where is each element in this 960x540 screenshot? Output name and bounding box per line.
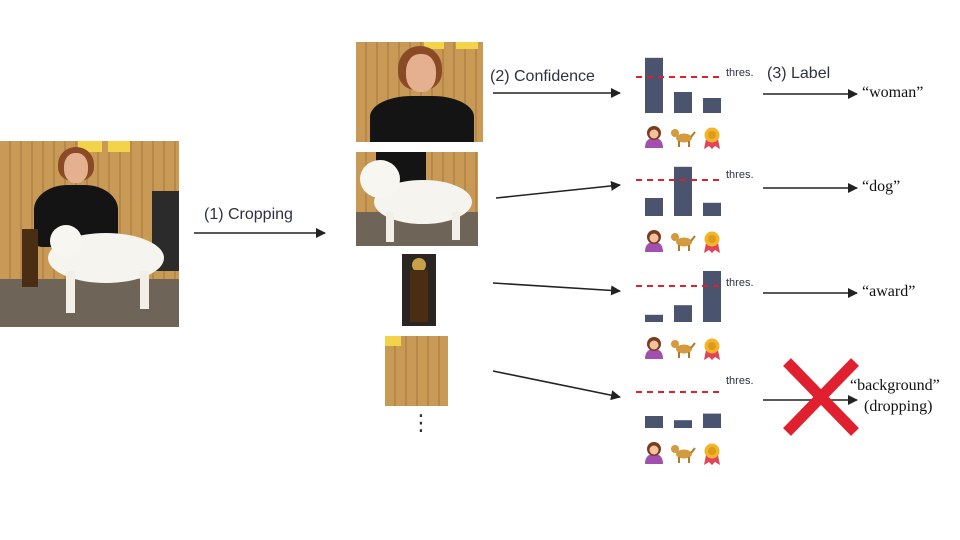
- threshold-label-2: thres.: [726, 169, 754, 181]
- dog-icon: [671, 129, 696, 147]
- step-label-label: (3) Label: [767, 65, 831, 82]
- threshold-label-3: thres.: [726, 277, 754, 289]
- arrow-confidence-2: [495, 180, 621, 199]
- award-icon: [704, 443, 720, 465]
- dog-icon: [671, 340, 696, 358]
- dog-icon: [671, 233, 696, 251]
- woman-icon: [645, 337, 663, 359]
- confidence-bar-woman: [645, 416, 663, 428]
- crop-award: [402, 254, 436, 326]
- output-label-background: “background”: [850, 377, 940, 394]
- confidence-bar-dog: [674, 305, 692, 322]
- crop-background: [385, 336, 448, 406]
- confidence-bar-dog: [674, 166, 692, 216]
- output-label-woman: “woman”: [862, 84, 924, 101]
- confidence-bars: [636, 57, 724, 428]
- confidence-bar-award: [703, 413, 721, 428]
- confidence-bar-award: [703, 98, 721, 113]
- award-icon: [704, 127, 720, 149]
- confidence-bar-woman: [645, 57, 663, 113]
- drop-cross-icon: [783, 358, 859, 436]
- woman-icon: [645, 442, 663, 464]
- confidence-bar-woman: [645, 314, 663, 322]
- crop-woman: [356, 42, 483, 142]
- woman-icon: [645, 126, 663, 148]
- arrow-confidence-3: [492, 282, 621, 296]
- dog-icon: [671, 445, 696, 463]
- confidence-bar-award: [703, 202, 721, 216]
- step-cropping-label: (1) Cropping: [204, 206, 293, 223]
- woman-icon: [645, 230, 663, 252]
- crop-dog: [356, 152, 478, 246]
- award-icon: [704, 338, 720, 360]
- confidence-bar-dog: [674, 92, 692, 113]
- arrow-confidence-4: [492, 370, 621, 401]
- confidence-bar-dog: [674, 420, 692, 428]
- confidence-bar-woman: [645, 198, 663, 216]
- confidence-bar-award: [703, 271, 721, 322]
- original-photo: [0, 141, 179, 327]
- award-icon: [704, 231, 720, 253]
- threshold-label-1: thres.: [726, 67, 754, 79]
- output-label-award: “award”: [862, 283, 916, 300]
- step-confidence-label: (2) Confidence: [490, 68, 595, 85]
- threshold-label-4: thres.: [726, 375, 754, 387]
- output-label-dropping: (dropping): [864, 398, 933, 415]
- class-icons: [645, 126, 720, 465]
- output-label-dog: “dog”: [862, 178, 901, 195]
